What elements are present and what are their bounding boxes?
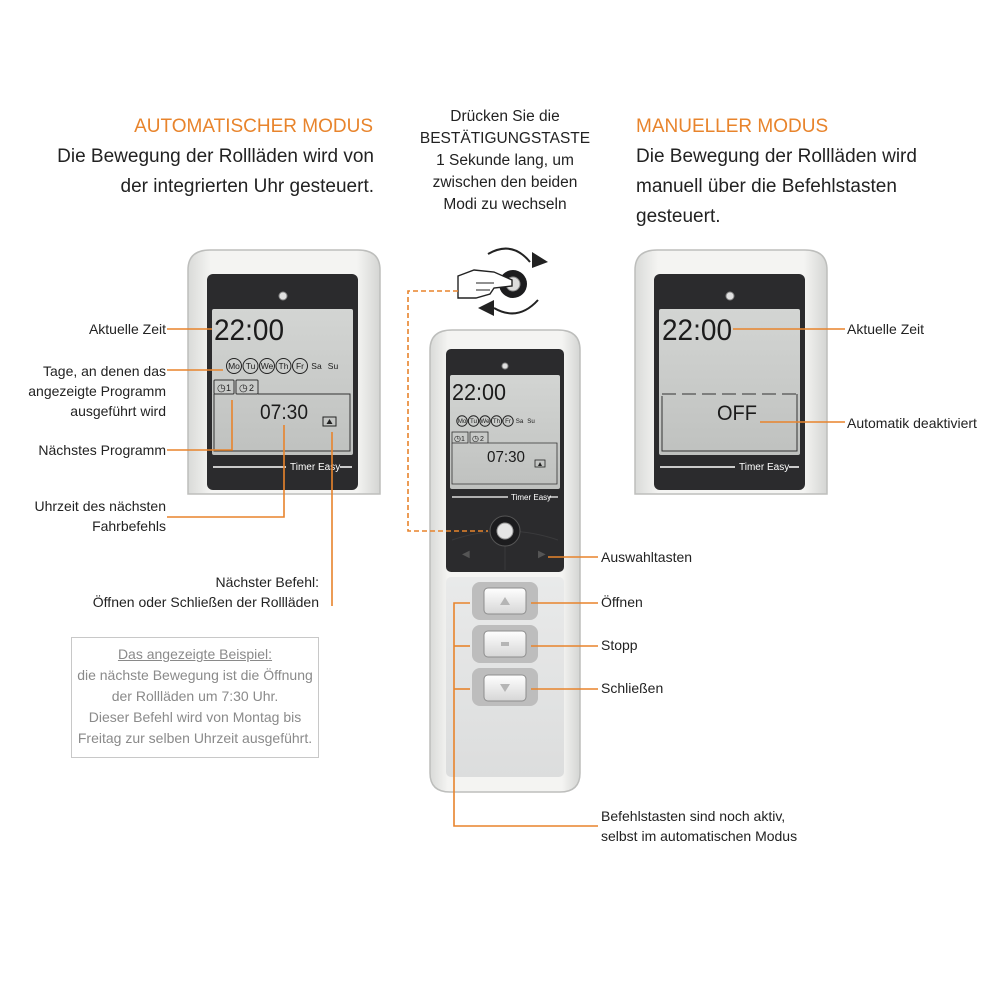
select-left-arrow-icon[interactable]: ◀ xyxy=(462,549,470,560)
manual-mode-title: MANUELLER MODUS xyxy=(636,116,829,137)
example-note-heading: Das angezeigte Beispiel: xyxy=(117,646,273,662)
left-day-ring-fr xyxy=(292,358,308,374)
center-lcd-clock: 22:00 xyxy=(452,379,506,405)
right-lcd-off: OFF xyxy=(717,402,757,425)
center-tab-2: 2 xyxy=(480,436,484,443)
left-day-ring-th xyxy=(275,358,292,374)
center-day-sa: Sa xyxy=(516,418,524,425)
label-auto-off: Automatik deaktiviert xyxy=(847,415,977,431)
label-select-keys: Auswahltasten xyxy=(601,549,693,565)
instruction-line3: 1 Sekunde lang, um xyxy=(436,152,574,169)
example-note-line2: der Rollläden um 7:30 Uhr. xyxy=(111,688,279,704)
label-days-line3: ausgeführt wird xyxy=(70,403,166,419)
label-days: Tage, an denen das angezeigte Programm a… xyxy=(10,361,166,421)
label-days-line2: angezeigte Programm xyxy=(28,383,166,399)
left-lcd-up-arrow-icon xyxy=(326,419,333,424)
label-next-program: Nächstes Programm xyxy=(38,442,166,458)
center-day-we: We xyxy=(480,418,490,425)
label-keys-still-active: Befehlstasten sind noch aktiv, selbst im… xyxy=(601,806,861,846)
left-day-ring-we xyxy=(259,358,275,374)
left-lcd-next-time: 07:30 xyxy=(260,401,308,424)
stop-icon xyxy=(501,642,509,646)
center-lcd-up-arrow-icon xyxy=(538,462,542,466)
label-close: Schließen xyxy=(601,680,664,696)
center-day-ring-mo xyxy=(456,415,468,427)
label-next-command: Nächster Befehl: Öffnen oder Schließen d… xyxy=(40,572,319,612)
center-tab-clock-icon: ◷ xyxy=(454,434,461,443)
label-stop: Stopp xyxy=(601,637,638,653)
manual-mode-description: Die Bewegung der Rollläden wird manuell … xyxy=(636,142,976,232)
center-day-su: Su xyxy=(527,418,535,425)
instruction-line2: BESTÄTIGUNGSTASTE xyxy=(419,130,591,147)
auto-mode-title: AUTOMATISCHER MODUS xyxy=(134,116,373,137)
center-day-fr: Fr xyxy=(505,418,511,425)
left-tab-1: 1 xyxy=(226,383,231,393)
left-day-mo: Mo xyxy=(228,361,240,371)
center-day-tu: Tu xyxy=(470,418,478,425)
left-day-we: We xyxy=(261,361,274,371)
left-day-th: Th xyxy=(279,361,289,371)
center-brand-label: Timer Easy xyxy=(511,493,551,502)
center-day-th: Th xyxy=(493,418,501,425)
center-tab-1: 1 xyxy=(461,436,465,443)
instruction-line1: Drücken Sie die xyxy=(450,108,560,125)
center-day-mo: Mo xyxy=(458,418,467,425)
up-arrow-icon xyxy=(500,597,510,605)
right-brand-label: Timer Easy xyxy=(739,462,789,473)
left-day-ring-tu xyxy=(242,358,259,374)
right-remote-device: 22:00 OFF Timer Easy xyxy=(634,249,828,495)
down-arrow-icon xyxy=(500,684,510,692)
center-lcd-next-time: 07:30 xyxy=(487,449,525,466)
example-note-line3: Dieser Befehl wird von Montag bis xyxy=(88,709,302,725)
label-days-line1: Tage, an denen das xyxy=(43,363,166,379)
label-next-time-line1: Uhrzeit des nächsten xyxy=(34,498,166,514)
manual-desc-line2: manuell über die Befehlstasten xyxy=(636,176,897,197)
example-note-box: Das angezeigte Beispiel: die nächste Bew… xyxy=(71,637,319,758)
left-day-fr: Fr xyxy=(296,361,304,371)
label-next-time-line2: Fahrbefehls xyxy=(92,518,166,534)
left-day-tu: Tu xyxy=(246,361,256,371)
instruction-line4: zwischen den beiden xyxy=(432,174,578,191)
label-current-time-left: Aktuelle Zeit xyxy=(88,321,166,337)
left-tab-2: 2 xyxy=(249,383,254,393)
instruction-line5: Modi zu wechseln xyxy=(443,196,567,213)
right-lcd-clock: 22:00 xyxy=(662,314,732,347)
example-note-line4: Freitag zur selben Uhrzeit ausgeführt. xyxy=(77,730,313,746)
select-right-arrow-icon[interactable]: ▶ xyxy=(538,549,546,560)
left-tab2-clock-icon: ◷ xyxy=(239,383,248,394)
left-program-tabs: ◷ 1 ◷ 2 xyxy=(213,379,351,452)
left-lcd-clock: 22:00 xyxy=(214,314,284,347)
auto-desc-line1: Die Bewegung der Rollläden wird von xyxy=(57,146,374,167)
left-day-ring-mo xyxy=(226,358,242,374)
manual-desc-line1: Die Bewegung der Rollläden wird xyxy=(636,146,917,167)
label-current-time-right: Aktuelle Zeit xyxy=(847,321,925,337)
manual-desc-line3: gesteuert. xyxy=(636,206,721,227)
label-next-command-line1: Nächster Befehl: xyxy=(215,574,320,590)
hand-press-icon xyxy=(457,247,548,316)
callout-lines xyxy=(167,290,845,827)
left-day-sa: Sa xyxy=(311,361,322,371)
label-next-time: Uhrzeit des nächsten Fahrbefehls xyxy=(10,496,166,536)
center-day-ring-fr xyxy=(502,415,514,427)
left-day-su: Su xyxy=(328,361,339,371)
center-tab2-clock-icon: ◷ xyxy=(472,434,479,443)
label-open: Öffnen xyxy=(601,594,643,610)
left-day-indicators: Mo Tu We Th Fr Sa Su xyxy=(226,358,339,374)
example-note-line1: die nächste Bewegung ist die Öffnung xyxy=(77,667,313,683)
mode-switch-instruction: Drücken Sie die BESTÄTIGUNGSTASTE 1 Seku… xyxy=(395,106,615,216)
left-brand-label: Timer Easy xyxy=(290,462,340,473)
label-keys-still-active-line2: selbst im automatischen Modus xyxy=(601,828,798,844)
left-tab-clock-icon: ◷ xyxy=(217,383,226,394)
auto-mode-description: Die Bewegung der Rollläden wird von der … xyxy=(20,142,374,202)
center-day-ring-th xyxy=(490,415,503,427)
label-keys-still-active-line1: Befehlstasten sind noch aktiv, xyxy=(601,808,786,824)
auto-desc-line2: der integrierten Uhr gesteuert. xyxy=(120,176,374,197)
label-next-command-line2: Öffnen oder Schließen der Rollläden xyxy=(92,594,319,610)
center-day-ring-we xyxy=(479,415,491,427)
center-day-ring-tu xyxy=(467,415,480,427)
